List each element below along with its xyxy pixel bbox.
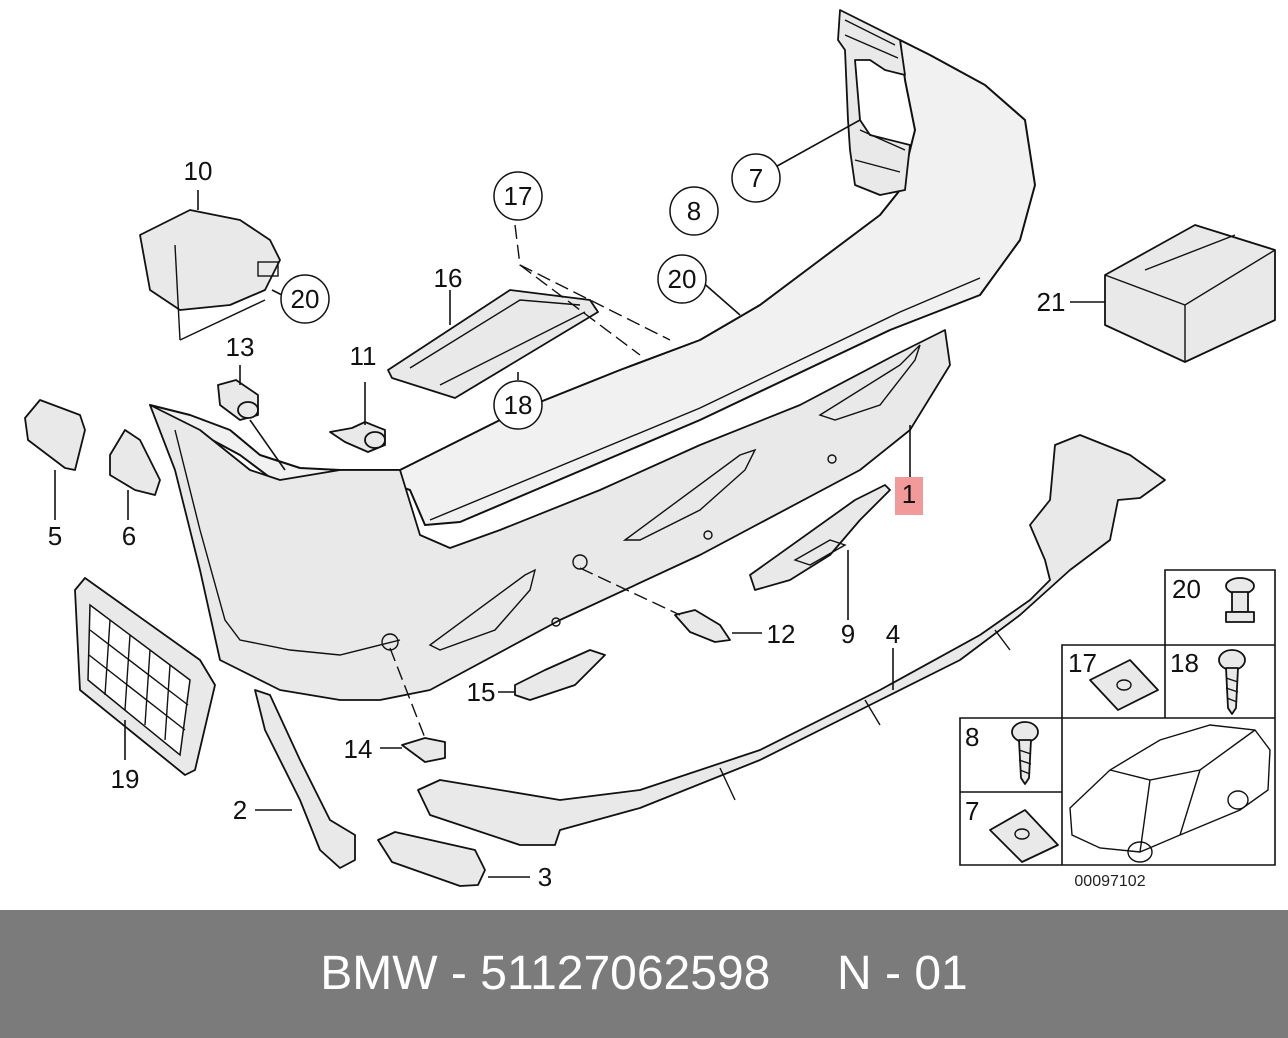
part-number-title: BMW - 51127062598 N - 01 bbox=[320, 947, 968, 1000]
footer-bar: BMW - 51127062598 N - 01 bbox=[0, 910, 1288, 1038]
hardware-legend: 20 17 18 8 7 bbox=[959, 569, 1276, 890]
part-5-clip bbox=[24, 399, 86, 471]
part-19-grille bbox=[74, 577, 216, 776]
nut-7-icon bbox=[989, 809, 1059, 863]
screw-18-icon bbox=[1218, 649, 1246, 715]
leader-lines bbox=[54, 119, 1105, 878]
highlight-part-1 bbox=[895, 477, 923, 515]
part-13-sensor bbox=[217, 379, 259, 421]
part-11-sensor bbox=[329, 421, 386, 453]
label-2: 2 bbox=[233, 795, 247, 825]
part-2-trim bbox=[254, 689, 356, 869]
bumper-bracket bbox=[837, 9, 911, 196]
screw-8-icon bbox=[1011, 721, 1039, 785]
callout-circles bbox=[280, 153, 781, 430]
label-3: 3 bbox=[538, 862, 552, 892]
part-6-clip bbox=[109, 429, 161, 496]
label-20a: 20 bbox=[291, 284, 320, 314]
label-13: 13 bbox=[226, 332, 255, 362]
label-21: 21 bbox=[1037, 287, 1066, 317]
parts-diagram: 1 2 3 4 5 6 7 8 9 10 11 12 13 14 15 16 1… bbox=[24, 9, 1276, 892]
diagram-code: 00097102 bbox=[1074, 873, 1145, 890]
bumper-cover bbox=[149, 39, 1036, 701]
label-5: 5 bbox=[48, 521, 62, 551]
part-10-bracket bbox=[139, 209, 281, 341]
label-1: 1 bbox=[902, 479, 916, 509]
bumper-exploded-view: 1 2 3 4 5 6 7 8 9 10 11 12 13 14 15 16 1… bbox=[24, 9, 1276, 892]
part-4-spoiler bbox=[417, 434, 1166, 846]
clip-20-icon bbox=[1225, 577, 1255, 623]
label-6: 6 bbox=[122, 521, 136, 551]
label-10: 10 bbox=[184, 156, 213, 186]
part-9-reflector bbox=[749, 484, 891, 591]
nut-17-icon bbox=[1089, 659, 1159, 711]
label-16: 16 bbox=[434, 263, 463, 293]
label-12: 12 bbox=[767, 619, 796, 649]
legend-7: 7 bbox=[965, 796, 979, 826]
label-11: 11 bbox=[350, 341, 377, 371]
label-14: 14 bbox=[344, 734, 373, 764]
part-12-cap bbox=[674, 609, 731, 643]
label-19: 19 bbox=[111, 764, 140, 794]
part-15-cable bbox=[514, 649, 606, 701]
legend-20: 20 bbox=[1172, 574, 1201, 604]
part-16-panel bbox=[387, 289, 599, 399]
legend-17: 17 bbox=[1068, 648, 1097, 678]
label-15: 15 bbox=[467, 677, 496, 707]
part-21-box bbox=[1104, 224, 1276, 363]
label-20b: 20 bbox=[668, 264, 697, 294]
car-thumbnail bbox=[1069, 724, 1271, 863]
label-7: 7 bbox=[749, 163, 763, 193]
legend-8: 8 bbox=[965, 722, 979, 752]
part-labels: 1 2 3 4 5 6 7 8 9 10 11 12 13 14 15 16 1… bbox=[48, 156, 1066, 892]
label-17: 17 bbox=[504, 181, 533, 211]
legend-18: 18 bbox=[1170, 648, 1199, 678]
label-9: 9 bbox=[841, 619, 855, 649]
part-3-trim bbox=[377, 831, 486, 887]
label-8: 8 bbox=[687, 196, 701, 226]
part-14-cap bbox=[401, 737, 446, 763]
label-18: 18 bbox=[504, 390, 533, 420]
label-4: 4 bbox=[886, 619, 900, 649]
